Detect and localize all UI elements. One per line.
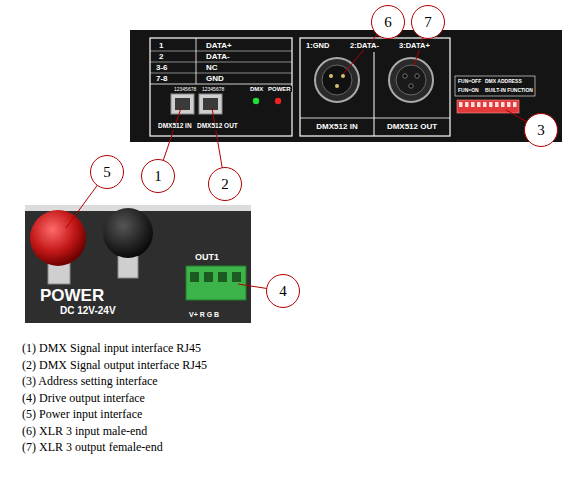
pin-index: 12345678 <box>201 87 225 92</box>
signal-name: NC <box>205 64 219 72</box>
callout-number: 1 <box>154 169 162 184</box>
legend-item: (6) XLR 3 input male-end <box>22 425 147 438</box>
legend-item: (5) Power input interface <box>22 408 142 421</box>
led <box>275 98 281 104</box>
callout-number: 4 <box>279 284 287 299</box>
pin-number: 7-8 <box>155 75 169 83</box>
pin-number: 2 <box>158 53 164 61</box>
port-label: DMX512 IN <box>157 123 193 130</box>
table-line <box>150 73 292 74</box>
led-label: DMX <box>249 86 264 92</box>
xlr-frame <box>374 52 375 136</box>
dip-levers <box>459 102 517 107</box>
xlr-frame <box>300 118 450 119</box>
callout-circle: 7 <box>411 5 445 39</box>
rj45-port <box>203 98 218 110</box>
pin-label: 2:DATA- <box>349 42 380 50</box>
switch-label: BUILT-IN FUNCTION <box>484 88 534 93</box>
device-photo <box>25 205 251 323</box>
callout-number: 6 <box>384 15 392 30</box>
signal-name: DATA+ <box>205 42 233 50</box>
led-label: POWER <box>267 86 292 92</box>
pin-label: 3:DATA+ <box>398 42 431 50</box>
dip-switch <box>457 100 519 113</box>
port-label: DMX512 IN <box>315 123 358 131</box>
callout-number: 7 <box>424 15 432 30</box>
xlr-socket <box>415 74 419 78</box>
dip-frame <box>455 76 535 96</box>
port-label: DMX512 OUT <box>386 123 438 131</box>
legend-item: (2) DMX Signal output interface RJ45 <box>22 359 207 372</box>
callout-circle: 1 <box>141 159 175 193</box>
callout-number: 5 <box>103 165 111 180</box>
xlr-pin <box>335 84 339 88</box>
xlr-connector <box>315 58 359 102</box>
pin-label: 1:GND <box>305 42 330 50</box>
callout-circle: 2 <box>208 167 242 201</box>
xlr-connector <box>389 58 433 102</box>
led <box>253 98 259 104</box>
table-line <box>150 51 292 52</box>
terminal-label: V+ R G B <box>189 311 219 318</box>
pin-table <box>150 38 292 136</box>
legend-item: (1) DMX Signal input interface RJ45 <box>22 342 201 355</box>
rj45-port <box>171 94 194 114</box>
black-knob <box>103 208 153 258</box>
xlr-frame <box>300 38 450 136</box>
signal-name: DATA- <box>205 53 231 61</box>
table-line <box>150 84 292 85</box>
callout-number: 3 <box>537 123 545 138</box>
pin-number: 3-6 <box>155 64 169 72</box>
switch-label: DMX ADDRESS <box>484 79 523 84</box>
pin-number: 1 <box>158 42 164 50</box>
legend-item: (4) Drive output interface <box>22 392 145 405</box>
table-line <box>196 38 197 84</box>
callout-circle: 6 <box>371 5 405 39</box>
pin-index: 12345678 <box>173 87 197 92</box>
terminal-screws <box>190 272 241 282</box>
xlr-socket <box>403 74 407 78</box>
callout-circle: 5 <box>90 155 124 189</box>
power-label: POWER <box>40 287 104 305</box>
terminal-block <box>186 266 246 300</box>
switch-label: FUN=ON <box>457 88 480 93</box>
xlr-pin <box>329 74 333 78</box>
xlr-socket <box>409 84 413 88</box>
legend-item: (7) XLR 3 output female-end <box>22 441 163 454</box>
leader-lines <box>66 22 541 291</box>
rj45-port <box>199 94 222 114</box>
switch-label: FUN=OFF <box>457 79 482 84</box>
rj45-port <box>175 98 190 110</box>
callout-circle: 4 <box>266 274 300 308</box>
table-line <box>150 62 292 63</box>
xlr-pin <box>341 74 345 78</box>
callout-number: 2 <box>221 177 229 192</box>
port-label: DMX512 OUT <box>196 123 239 130</box>
voltage-label: DC 12V-24V <box>60 306 116 317</box>
output-label: OUT1 <box>195 253 219 262</box>
xlr-connector <box>396 65 426 95</box>
signal-name: GND <box>205 75 225 83</box>
callout-circle: 3 <box>524 113 558 147</box>
device-panel <box>130 30 562 142</box>
legend-item: (3) Address setting interface <box>22 375 158 388</box>
red-knob <box>30 210 86 266</box>
